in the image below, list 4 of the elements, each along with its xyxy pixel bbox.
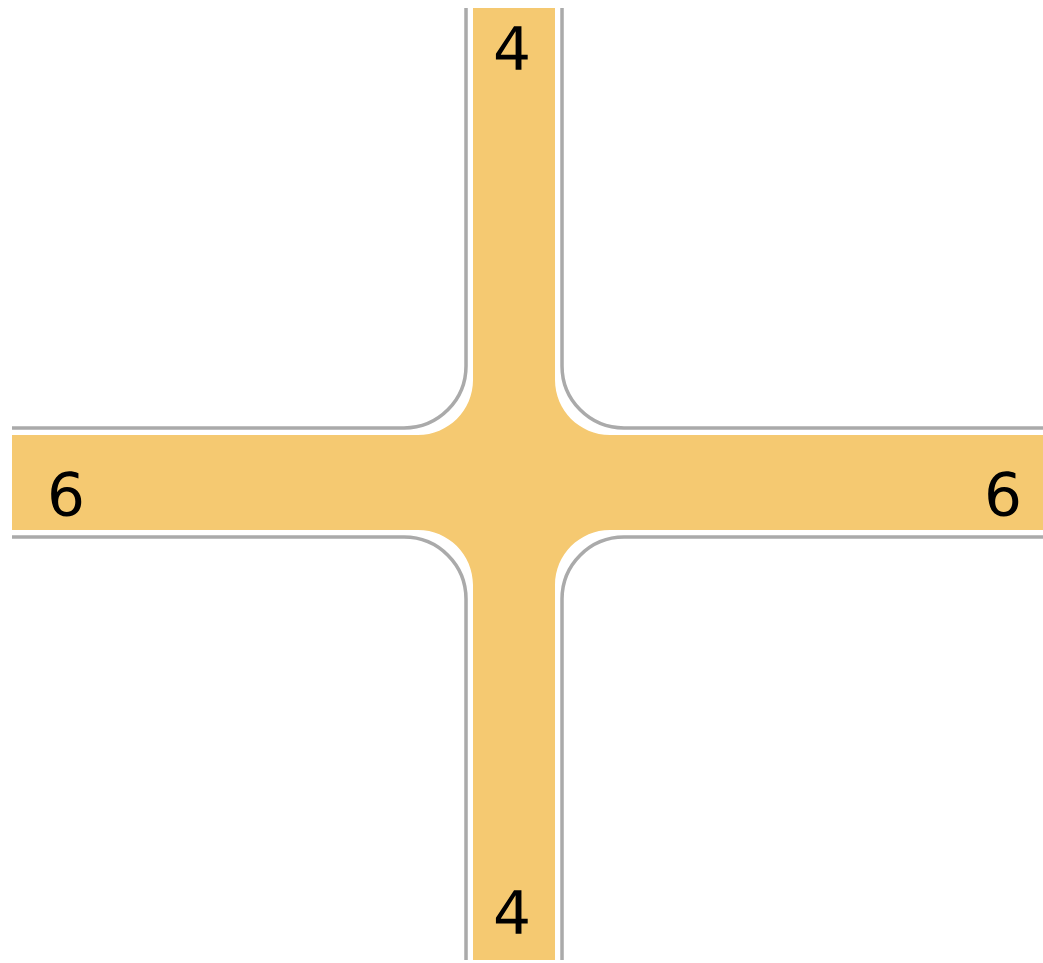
road-number: 4 (495, 26, 528, 70)
road-number: 6 (988, 471, 1019, 517)
road-number: 6 (51, 471, 82, 517)
road-number: 4 (495, 890, 528, 934)
